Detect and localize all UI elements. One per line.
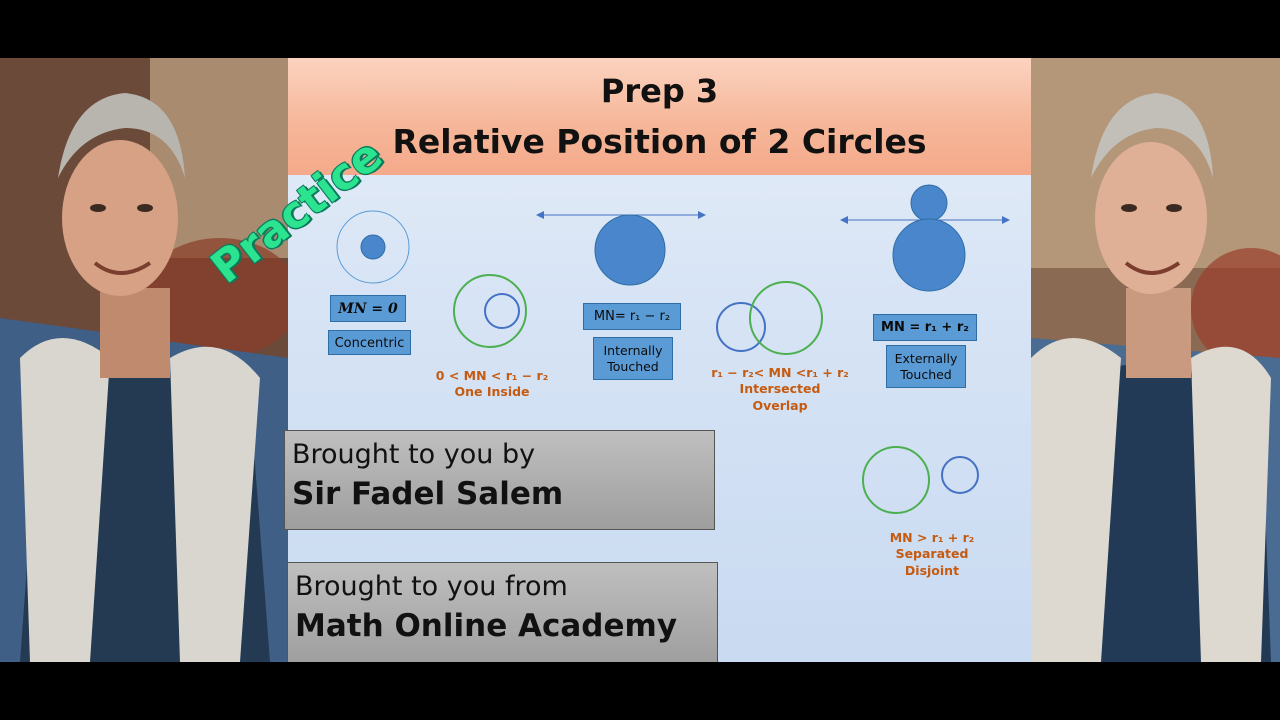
internally-label-line1: Internally (603, 343, 663, 358)
internally-touched-circles (536, 211, 706, 286)
one-inside-text: 0 < MN < r₁ − r₂ One Inside (424, 368, 560, 401)
concentric-formula: MN = 0 (338, 301, 398, 317)
slide-subtitle: Relative Position of 2 Circles (392, 122, 927, 161)
credit-author-intro: Brought to you by (292, 439, 536, 470)
internally-label-line2: Touched (607, 358, 659, 374)
credit-box-author: Brought to you by Sir Fadel Salem (284, 430, 715, 530)
externally-touched-circles (840, 184, 1010, 292)
intersected-condition: r₁ − r₂< MN <r₁ + r₂ (711, 365, 849, 380)
credit-box-academy: Brought to you from Math Online Academy (287, 562, 718, 662)
one-inside-label: One Inside (454, 384, 530, 400)
separated-text: MN > r₁ + r₂ Separated Disjoint (866, 530, 998, 579)
separated-circles (862, 446, 979, 514)
externally-formula-box: MN = r₁ + r₂ (873, 314, 977, 341)
concentric-circles (336, 210, 410, 284)
slide-title: Prep 3 (600, 72, 719, 110)
separated-label-line2: Disjoint (904, 562, 960, 578)
credit-author-name: Sir Fadel Salem (292, 476, 564, 512)
intersected-circles (716, 281, 823, 355)
presenter-image-right (1031, 58, 1280, 662)
lesson-slide: Prep 3 Relative Position of 2 Circles (288, 58, 1031, 662)
externally-label-box: Externally Touched (886, 345, 966, 388)
presenter-image-left (0, 58, 288, 662)
presenter-video-right (1031, 58, 1280, 662)
circle-diagrams (336, 184, 1010, 514)
internally-formula-box: MN= r₁ − r₂ (583, 303, 681, 330)
credit-academy-name: Math Online Academy (295, 608, 678, 644)
externally-label-line1: Externally (894, 351, 958, 366)
slide-header: Prep 3 Relative Position of 2 Circles (288, 58, 1031, 175)
intersected-text: r₁ − r₂< MN <r₁ + r₂ Intersected Overlap (702, 365, 858, 414)
externally-formula: MN = r₁ + r₂ (881, 320, 969, 335)
internally-formula: MN= r₁ − r₂ (593, 309, 671, 324)
presenter-video-left (0, 58, 288, 662)
video-frame: Prep 3 Relative Position of 2 Circles (0, 58, 1280, 662)
separated-label-line1: Separated (895, 546, 969, 562)
concentric-formula-box: MN = 0 (330, 295, 406, 322)
separated-condition: MN > r₁ + r₂ (889, 530, 975, 545)
intersected-label-line1: Intersected (739, 381, 821, 397)
concentric-label: Concentric (334, 336, 405, 351)
one-inside-circles (453, 274, 527, 348)
credit-academy-intro: Brought to you from (295, 571, 568, 602)
concentric-label-box: Concentric (328, 330, 411, 355)
externally-label-line2: Touched (900, 366, 952, 382)
one-inside-condition: 0 < MN < r₁ − r₂ (435, 368, 549, 383)
intersected-label-line2: Overlap (752, 397, 808, 413)
internally-label-box: Internally Touched (593, 337, 673, 380)
